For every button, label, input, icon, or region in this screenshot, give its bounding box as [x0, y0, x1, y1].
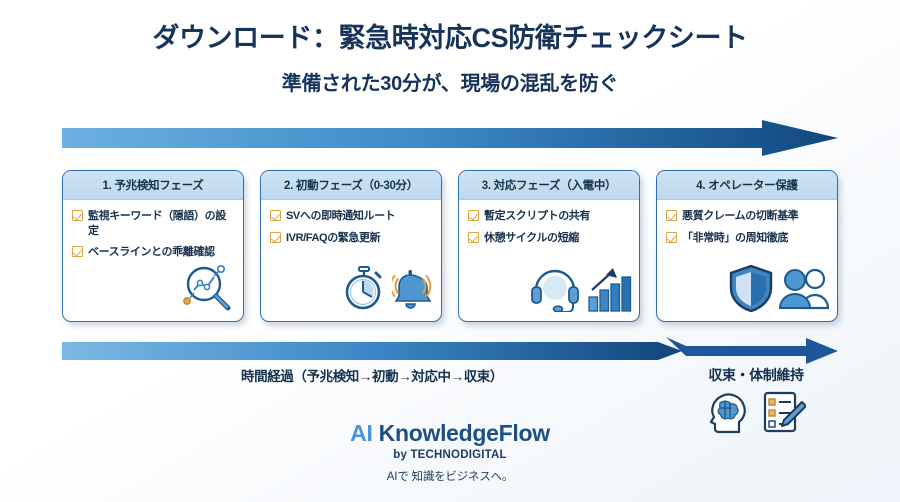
phase-card-2-icons: [340, 264, 434, 317]
timeline-arrow: [62, 340, 682, 362]
brain-head-icon: [706, 390, 750, 439]
checklist-item-label: 「非常時」の周知徹底: [682, 231, 788, 244]
phase-card-2-body: SVへの即時通知ルート IVR/FAQの緊急更新: [261, 200, 441, 321]
phase-card-4-header: 4. オペレーター保護: [657, 171, 837, 200]
brand-logo: AI KnowledgeFlow: [0, 420, 900, 447]
checklist-item[interactable]: 暫定スクリプトの共有: [468, 209, 631, 224]
people-icon: [778, 266, 830, 317]
headset-icon: [528, 264, 582, 317]
phase-card-3-body: 暫定スクリプトの共有 休憩サイクルの短縮: [459, 200, 639, 321]
closure-icons: [666, 390, 846, 439]
checkbox-icon[interactable]: [666, 231, 677, 243]
checklist-item-label: IVR/FAQの緊急更新: [286, 231, 381, 244]
phase-card-4[interactable]: 4. オペレーター保護 悪質クレームの切断基準 「非常時」の周知徹底: [656, 170, 838, 322]
phase-card-2[interactable]: 2. 初動フェーズ（0-30分） SVへの即時通知ルート IVR/FAQの緊急更…: [260, 170, 442, 322]
closure-label: 収束・体制維持: [708, 367, 804, 383]
stopwatch-icon: [340, 264, 388, 317]
checkbox-icon[interactable]: [72, 210, 83, 221]
checklist-item[interactable]: 「非常時」の周知徹底: [666, 231, 829, 246]
magnifier-chart-icon: [180, 262, 236, 317]
brand-byline: by TECHNODIGITAL: [393, 449, 507, 461]
phase-card-2-title: 2. 初動フェーズ（0-30分）: [284, 180, 418, 192]
phase-card-1[interactable]: 1. 予兆検知フェーズ 監視キーワード（隠語）の設定 ベースラインとの乖離確認: [62, 170, 244, 322]
phase-card-4-body: 悪質クレームの切断基準 「非常時」の周知徹底: [657, 200, 837, 321]
phase-card-1-title: 1. 予兆検知フェーズ: [102, 180, 204, 192]
checkbox-icon[interactable]: [270, 210, 281, 221]
phase-card-3-icons: [528, 264, 632, 317]
brand-name-text: KnowledgeFlow: [378, 420, 550, 446]
checklist-item-label: 悪質クレームの切断基準: [682, 210, 799, 222]
checklist-item[interactable]: 悪質クレームの切断基準: [666, 209, 829, 224]
phase-card-3-title: 3. 対応フェーズ（入電中）: [481, 180, 617, 192]
phase-card-2-header: 2. 初動フェーズ（0-30分）: [261, 171, 441, 200]
phase-card-4-title: 4. オペレーター保護: [696, 180, 798, 192]
checkbox-icon[interactable]: [468, 231, 479, 243]
closure-arrow: [666, 337, 846, 365]
phase-card-4-icons: [728, 264, 830, 317]
phase-card-3-header: 3. 対応フェーズ（入電中）: [459, 171, 639, 200]
phase-card-1-header: 1. 予兆検知フェーズ: [63, 171, 243, 200]
page-title: ダウンロード：緊急時対応CS防衛チェックシート: [152, 23, 748, 53]
checklist-item[interactable]: ベースラインとの乖離確認: [72, 245, 235, 260]
checklist-item-label: 暫定スクリプトの共有: [484, 210, 590, 222]
checklist-item[interactable]: 休憩サイクルの短縮: [468, 231, 631, 246]
checkbox-icon[interactable]: [72, 246, 83, 258]
checklist-item-label: 監視キーワード（隠語）の設定: [88, 210, 226, 237]
brand-tagline: AIで 知識をビジネスへ。: [386, 471, 514, 483]
footer: AI KnowledgeFlow by TECHNODIGITAL AIで 知識…: [0, 420, 900, 484]
phase-card-list: 1. 予兆検知フェーズ 監視キーワード（隠語）の設定 ベースラインとの乖離確認: [62, 170, 838, 322]
checklist-pencil-icon: [762, 390, 807, 439]
brand-ai-text: AI: [350, 420, 379, 446]
phase-card-1-body: 監視キーワード（隠語）の設定 ベースラインとの乖離確認: [63, 200, 243, 321]
checklist-item[interactable]: IVR/FAQの緊急更新: [270, 231, 433, 246]
checkbox-icon[interactable]: [270, 231, 281, 243]
shield-icon: [728, 264, 774, 317]
checklist-item[interactable]: 監視キーワード（隠語）の設定: [72, 209, 235, 238]
bar-chart-up-icon: [586, 264, 632, 317]
header: ダウンロード：緊急時対応CS防衛チェックシート 準備された30分が、現場の混乱を…: [0, 0, 900, 96]
checklist-item[interactable]: SVへの即時通知ルート: [270, 209, 433, 224]
checkbox-icon[interactable]: [666, 210, 677, 221]
page-subtitle: 準備された30分が、現場の混乱を防ぐ: [281, 73, 619, 96]
checklist-item-label: ベースラインとの乖離確認: [88, 246, 215, 259]
checklist-item-label: 休憩サイクルの短縮: [484, 231, 579, 244]
checkbox-icon[interactable]: [468, 210, 479, 221]
checklist-item-label: SVへの即時通知ルート: [286, 210, 396, 222]
bell-icon: [389, 266, 434, 317]
timeline-label: 時間経過（予兆検知→初動→対応中→収束）: [241, 369, 503, 384]
phase-card-1-icons: [180, 262, 236, 317]
phase-card-3[interactable]: 3. 対応フェーズ（入電中） 暫定スクリプトの共有 休憩サイクルの短縮: [458, 170, 640, 322]
phase-progress-arrow: [62, 120, 838, 156]
